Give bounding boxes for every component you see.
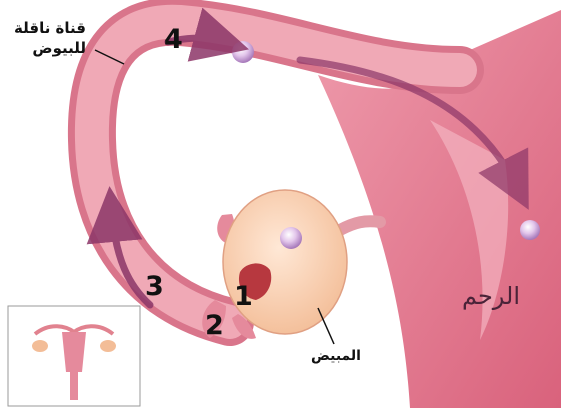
ovary xyxy=(223,190,347,334)
ovarian-ligament xyxy=(340,221,380,230)
step-4-number: 4 xyxy=(164,26,183,54)
fallopian-tube-label: قناة ناقلة للبيوض xyxy=(0,18,86,58)
overview-inset xyxy=(8,306,140,406)
uterus-label: الرحم xyxy=(462,282,520,310)
egg-in-ovary xyxy=(280,227,302,249)
ovary-label: المبيض xyxy=(311,348,361,364)
egg-in-uterus xyxy=(520,220,540,240)
step-1-number: 1 xyxy=(234,283,253,311)
step-2-number: 2 xyxy=(205,312,224,340)
egg-in-tube xyxy=(232,41,254,63)
step-3-number: 3 xyxy=(145,273,164,301)
